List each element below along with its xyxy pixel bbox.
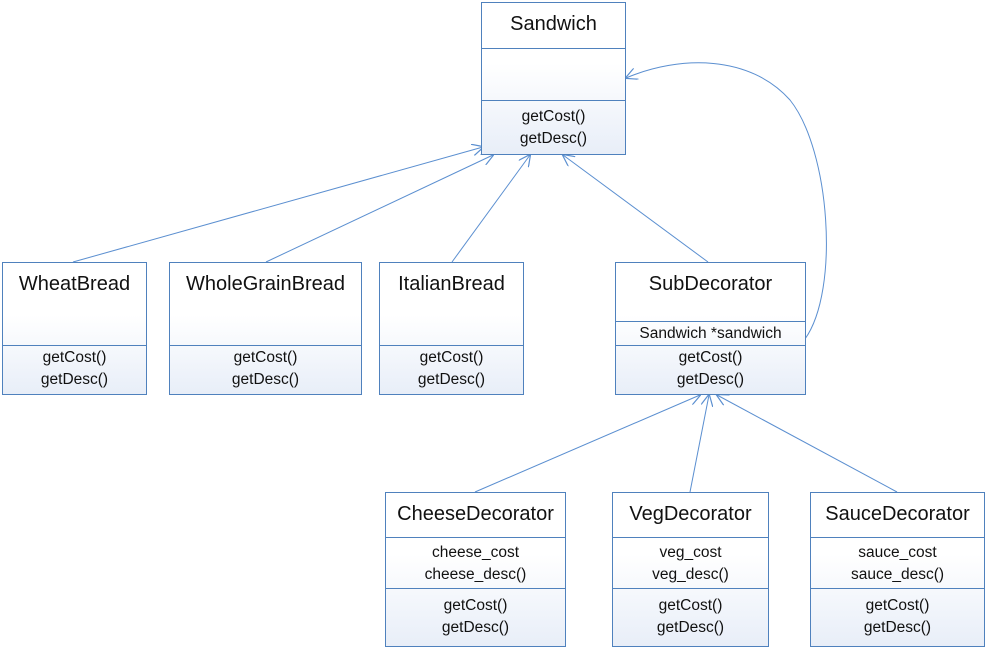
class-subdecorator[interactable]: SubDecorator Sandwich *sandwich getCost(…: [615, 262, 806, 395]
edge-cheesedecorator-to-subdecorator: [474, 395, 700, 493]
attributes-section: [482, 48, 625, 100]
class-vegdecorator[interactable]: VegDecorator veg_cost veg_desc() getCost…: [612, 492, 769, 647]
class-name: WheatBread: [18, 273, 131, 295]
methods-section: getCost() getDesc(): [613, 588, 768, 646]
edge-italianbread-to-sandwich: [451, 155, 530, 263]
method-getdesc: getDesc(): [519, 130, 588, 147]
method-getdesc: getDesc(): [40, 371, 109, 388]
method-getdesc: getDesc(): [417, 371, 486, 388]
method-getcost: getCost(): [443, 597, 508, 614]
attribute-veg-cost: veg_cost: [659, 544, 722, 561]
methods-section: getCost() getDesc(): [386, 588, 565, 646]
edge-wholegrainbread-to-sandwich: [265, 155, 493, 263]
method-getcost: getCost(): [865, 597, 930, 614]
methods-section: getCost() getDesc(): [811, 588, 984, 646]
method-getdesc: getDesc(): [676, 371, 745, 388]
class-name: SubDecorator: [648, 273, 773, 295]
class-italianbread[interactable]: ItalianBread getCost() getDesc(): [379, 262, 524, 395]
attributes-section: Sandwich *sandwich: [616, 321, 805, 345]
class-name: Sandwich: [510, 13, 597, 35]
class-sandwich[interactable]: Sandwich getCost() getDesc(): [481, 2, 626, 155]
class-name: CheeseDecorator: [397, 503, 554, 525]
class-name: ItalianBread: [398, 273, 505, 295]
class-wholegrainbread[interactable]: WholeGrainBread getCost() getDesc(): [169, 262, 362, 395]
method-getcost: getCost(): [42, 349, 107, 366]
method-getcost: getCost(): [521, 108, 586, 125]
edge-vegdecorator-to-subdecorator: [689, 395, 709, 493]
methods-section: getCost() getDesc(): [616, 345, 805, 394]
edge-subdecorator-association: [626, 62, 827, 340]
method-getcost: getCost(): [658, 597, 723, 614]
attribute-sauce-desc: sauce_desc(): [850, 566, 945, 583]
method-getdesc: getDesc(): [231, 371, 300, 388]
attribute-sandwich-pointer: Sandwich *sandwich: [639, 325, 782, 342]
attributes-section: cheese_cost cheese_desc(): [386, 537, 565, 588]
method-getcost: getCost(): [678, 349, 743, 366]
method-getcost: getCost(): [233, 349, 298, 366]
class-saucedecorator[interactable]: SauceDecorator sauce_cost sauce_desc() g…: [810, 492, 985, 647]
method-getdesc: getDesc(): [863, 619, 932, 636]
methods-section: getCost() getDesc(): [170, 345, 361, 394]
class-cheesedecorator[interactable]: CheeseDecorator cheese_cost cheese_desc(…: [385, 492, 566, 647]
attribute-cheese-desc: cheese_desc(): [424, 566, 527, 583]
class-name: SauceDecorator: [825, 503, 970, 525]
methods-section: getCost() getDesc(): [482, 100, 625, 154]
edge-saucedecorator-to-subdecorator: [717, 395, 898, 493]
method-getcost: getCost(): [419, 349, 484, 366]
class-name: VegDecorator: [629, 503, 752, 525]
attributes-section: veg_cost veg_desc(): [613, 537, 768, 588]
methods-section: getCost() getDesc(): [380, 345, 523, 394]
attribute-sauce-cost: sauce_cost: [858, 544, 937, 561]
edge-wheatbread-to-sandwich: [72, 147, 483, 263]
edge-subdecorator-to-sandwich: [563, 155, 709, 263]
attribute-veg-desc: veg_desc(): [652, 566, 729, 583]
class-name: WholeGrainBread: [186, 273, 345, 295]
method-getdesc: getDesc(): [441, 619, 510, 636]
attributes-section: sauce_cost sauce_desc(): [811, 537, 984, 588]
class-wheatbread[interactable]: WheatBread getCost() getDesc(): [2, 262, 147, 395]
methods-section: getCost() getDesc(): [3, 345, 146, 394]
attribute-cheese-cost: cheese_cost: [431, 544, 520, 561]
method-getdesc: getDesc(): [656, 619, 725, 636]
